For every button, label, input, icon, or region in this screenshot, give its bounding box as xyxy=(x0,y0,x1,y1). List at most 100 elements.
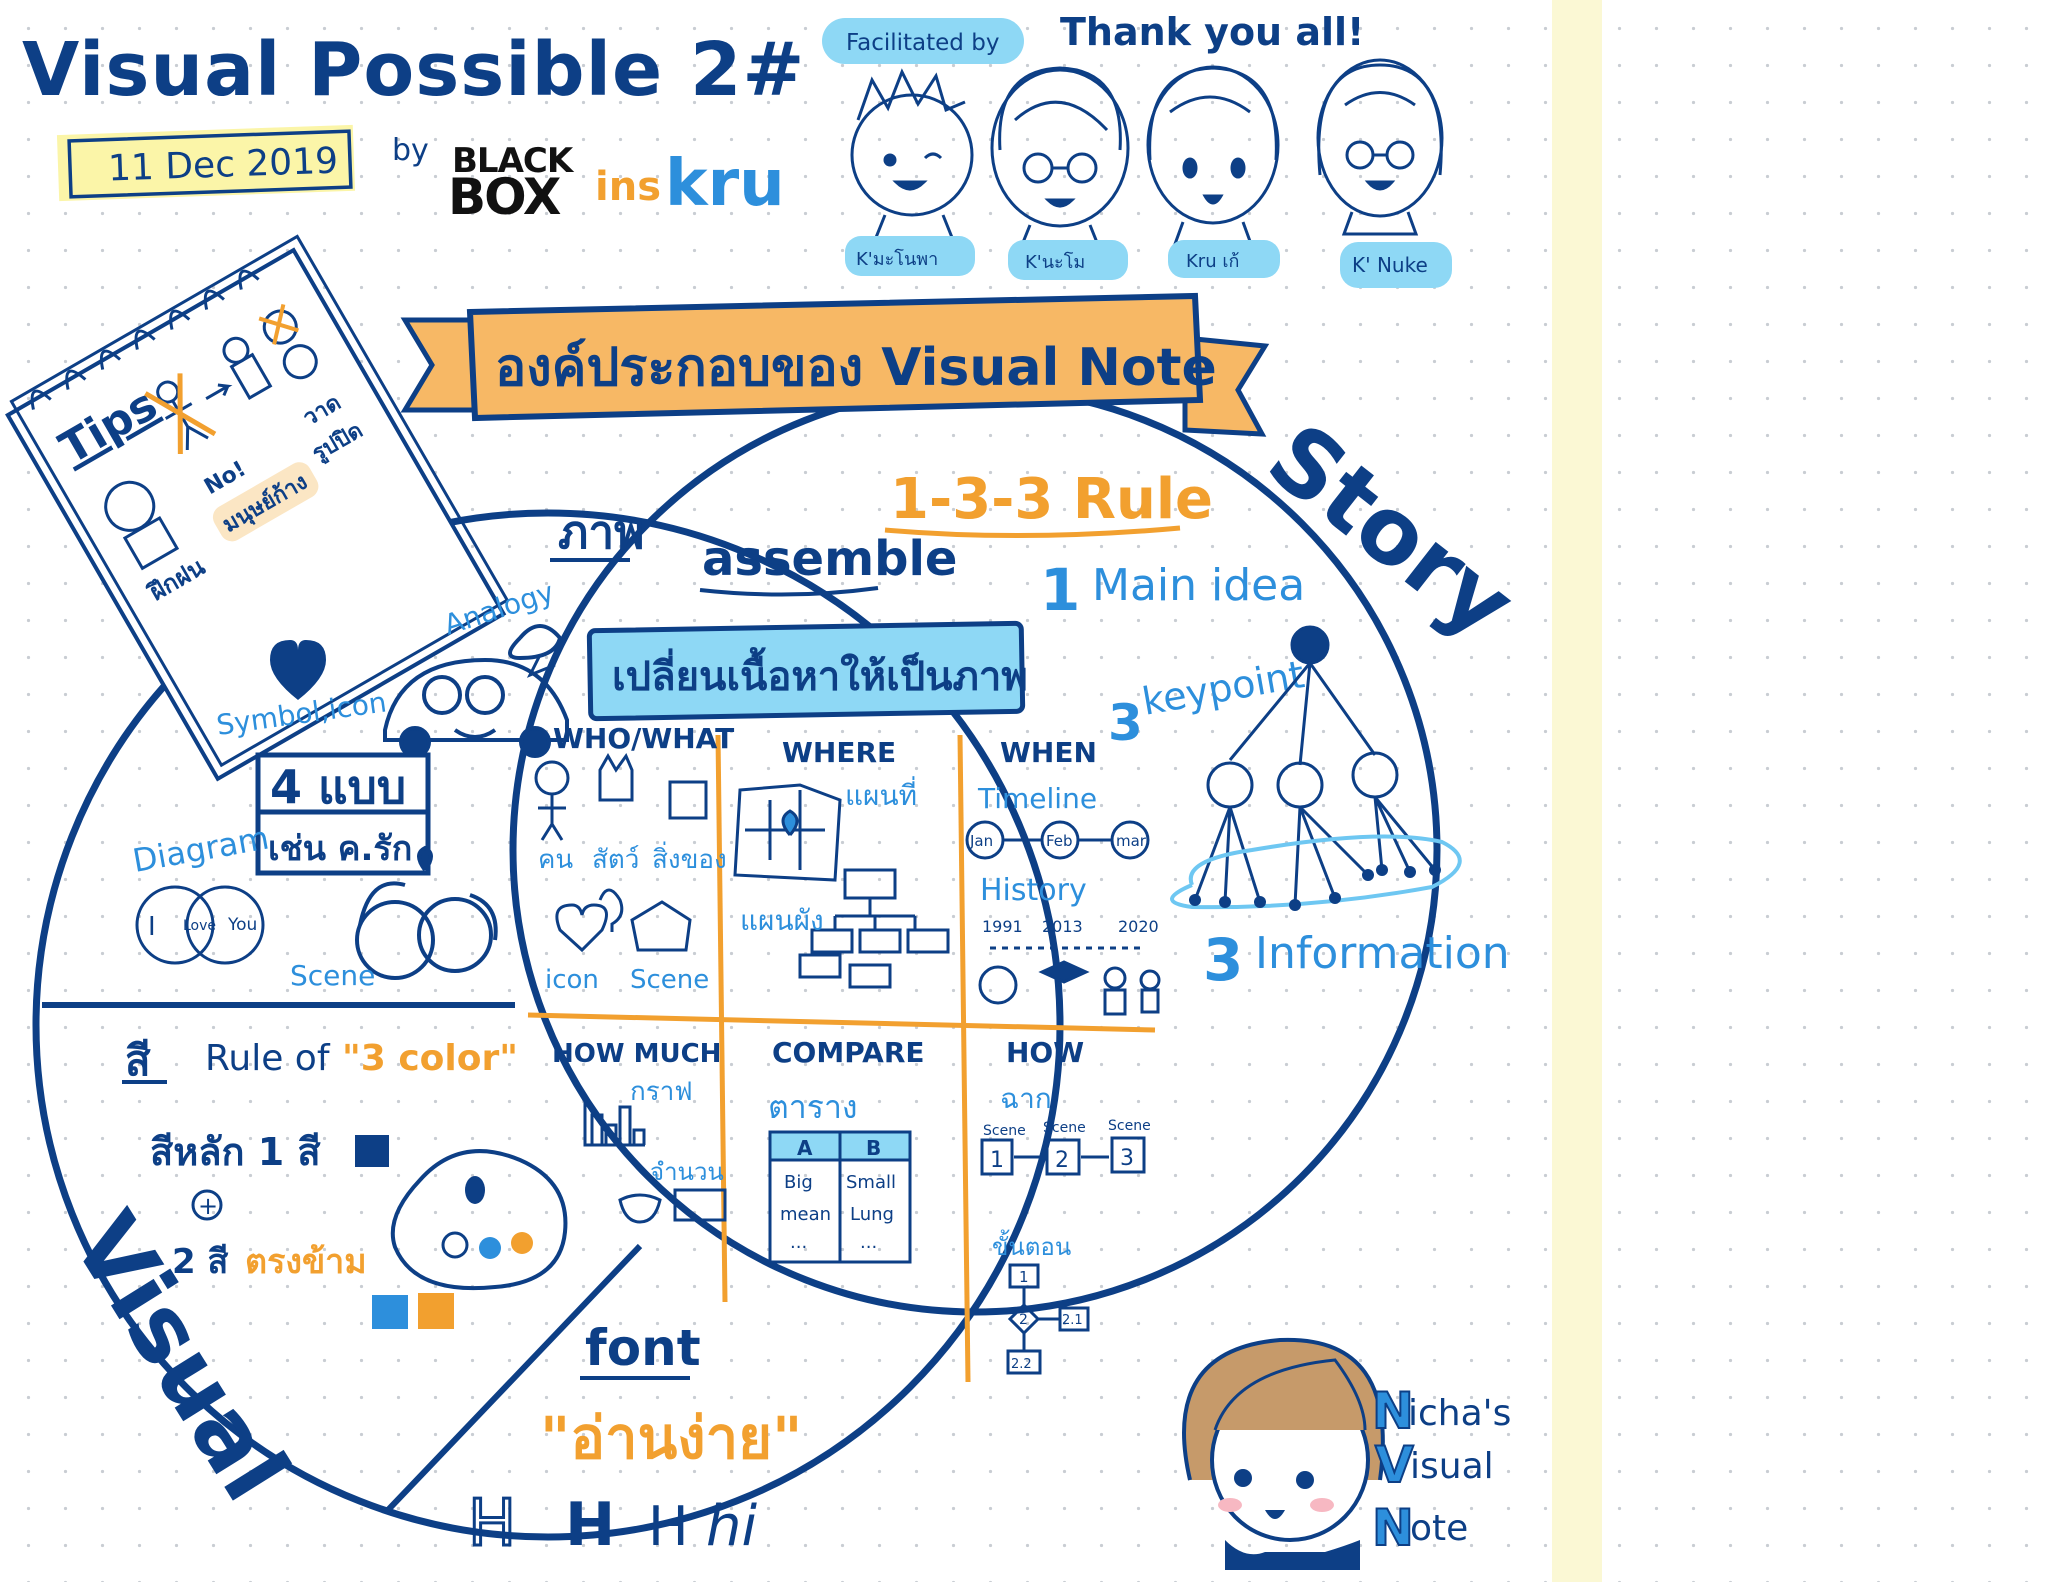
blue-swatch xyxy=(372,1295,408,1329)
information-num: 3 xyxy=(1203,926,1243,994)
svg-text:BOX: BOX xyxy=(448,168,561,226)
svg-text:1991: 1991 xyxy=(982,917,1023,936)
banner-text: องค์ประกอบของ Visual Note xyxy=(495,338,1217,398)
facilitator-avatar-4 xyxy=(1316,58,1444,236)
svg-text:kru: kru xyxy=(665,147,785,221)
love-venn-icon xyxy=(135,885,265,965)
svg-text:สีหลัก 1 สี: สีหลัก 1 สี xyxy=(150,1130,321,1174)
assemble-title: assemble xyxy=(702,531,957,587)
svg-text:ins: ins xyxy=(595,164,661,210)
svg-text:Rule of: Rule of xyxy=(205,1038,331,1079)
svg-text:A: A xyxy=(797,1136,813,1160)
svg-text:Timeline: Timeline xyxy=(977,782,1097,815)
svg-text:Love: Love xyxy=(183,918,216,934)
keypoint-num: 3 xyxy=(1108,694,1143,752)
facilitator-avatar-1 xyxy=(850,68,974,242)
where-title: WHERE xyxy=(782,736,896,769)
when-title: WHEN xyxy=(1000,736,1097,769)
svg-text:Scene: Scene xyxy=(290,959,375,992)
inskru-logo: ins kru xyxy=(595,147,785,221)
blackbox-logo: BLACK BOX xyxy=(448,141,576,226)
four-types: 4 แบบ xyxy=(270,760,406,814)
main-idea-num: 1 xyxy=(1040,556,1080,624)
readable-label: "อ่านง่าย" xyxy=(540,1404,802,1472)
svg-text:3: 3 xyxy=(1120,1146,1134,1171)
svg-text:B: B xyxy=(866,1136,881,1160)
couple-icon xyxy=(355,845,498,980)
facilitator-avatar-3 xyxy=(1146,65,1280,246)
svg-text:สิ่งของ: สิ่งของ xyxy=(652,841,727,875)
svg-text:Scene: Scene xyxy=(983,1123,1026,1139)
svg-text:2013: 2013 xyxy=(1042,917,1083,936)
keypoint: keypoint xyxy=(1139,652,1308,724)
svg-text:V: V xyxy=(1375,1436,1414,1494)
color-title: สี xyxy=(125,1036,151,1085)
svg-text:คน: คน xyxy=(538,845,573,875)
by-label: by xyxy=(392,133,429,168)
svg-text:icha's: icha's xyxy=(1408,1393,1511,1434)
svg-text:2020: 2020 xyxy=(1118,917,1159,936)
author-avatar xyxy=(1182,1337,1385,1570)
svg-text:Diagram: Diagram xyxy=(130,819,272,880)
tips-notepad: Tips ฝึกฝน No! มนุษย์ก้าง วาด รูปปิด xyxy=(5,234,510,782)
how-much-title: HOW MUCH xyxy=(552,1039,721,1069)
svg-text:mean: mean xyxy=(780,1204,831,1225)
svg-text:Lung: Lung xyxy=(850,1204,894,1225)
svg-text:N: N xyxy=(1372,1382,1414,1440)
who-what-title: WHO/WHAT xyxy=(553,722,734,755)
svg-text:You: You xyxy=(227,915,257,935)
thanks-label: Thank you all! xyxy=(1060,10,1364,54)
svg-text:1: 1 xyxy=(1019,1268,1029,1286)
how-title: HOW xyxy=(1006,1036,1084,1069)
svg-text:ฉาก: ฉาก xyxy=(1000,1082,1052,1115)
orange-swatch xyxy=(418,1293,454,1329)
svg-text:mar: mar xyxy=(1116,832,1147,850)
svg-text:ตรงข้าม: ตรงข้าม xyxy=(245,1242,367,1282)
signature: N icha's V isual N ote xyxy=(1182,1337,1511,1570)
heart-icon xyxy=(270,640,326,700)
svg-text:H: H xyxy=(648,1495,689,1558)
svg-text:...: ... xyxy=(790,1232,807,1253)
navy-swatch xyxy=(355,1135,389,1167)
visual-divider-diagonal xyxy=(385,1243,643,1513)
facilitator-name-4: K' Nuke xyxy=(1352,253,1428,277)
svg-text:สัตว์: สัตว์ xyxy=(592,845,639,875)
svg-text:Jan: Jan xyxy=(969,832,993,850)
svg-text:Scene: Scene xyxy=(1043,1120,1086,1136)
date-tag: 11 Dec 2019 xyxy=(56,124,356,202)
main-idea: Main idea xyxy=(1092,560,1305,611)
example-love: เช่น ค.รัก xyxy=(268,829,412,869)
svg-text:2: 2 xyxy=(1019,1312,1028,1328)
svg-text:Feb: Feb xyxy=(1046,832,1073,850)
visual-image-section: ภาพ Symbol,icon Analogy 4 แบบ เช่น ค.รัก… xyxy=(130,505,645,992)
svg-text:icon: icon xyxy=(545,965,599,995)
assemble-subtitle: เปลี่ยนเนื้อหาให้เป็นภาพ xyxy=(612,647,1028,700)
svg-text:ote: ote xyxy=(1410,1508,1468,1549)
svg-text:Small: Small xyxy=(846,1172,896,1193)
compare-table: A B Big Small mean Lung ... ... xyxy=(768,1130,912,1264)
banner: องค์ประกอบของ Visual Note xyxy=(400,292,1270,437)
svg-text:I: I xyxy=(148,912,156,942)
side-strip xyxy=(1552,0,1602,1582)
svg-text:กราฟ: กราฟ xyxy=(630,1077,693,1107)
compare-title: COMPARE xyxy=(772,1036,925,1069)
svg-text:...: ... xyxy=(860,1232,877,1253)
svg-text:Scene: Scene xyxy=(1108,1118,1151,1134)
svg-text:2: 2 xyxy=(1055,1148,1069,1173)
story-word: Story xyxy=(1248,403,1534,659)
information: Information xyxy=(1255,928,1510,979)
visual-font-section: font "อ่านง่าย" H H H hi xyxy=(467,1319,803,1563)
header: Visual Possible 2# 11 Dec 2019 by BLACK … xyxy=(22,27,805,226)
visual-note-canvas: Visual Possible 2# 11 Dec 2019 by BLACK … xyxy=(5,10,1534,1570)
svg-text:N: N xyxy=(1372,1499,1414,1557)
visual-circle xyxy=(32,509,1064,1541)
svg-text:BLACK: BLACK xyxy=(452,141,575,181)
page-title: Visual Possible 2# xyxy=(22,27,805,113)
svg-text:จำนวน: จำนวน xyxy=(650,1158,724,1186)
rule-title: 1-3-3 Rule xyxy=(890,467,1213,532)
svg-text:H: H xyxy=(468,1487,516,1561)
facilitator-name-1: K'มะโนพา xyxy=(856,248,938,270)
svg-text:H: H xyxy=(565,1490,615,1560)
svg-text:แผนผัง: แผนผัง xyxy=(740,904,824,937)
svg-text:hi: hi xyxy=(706,1494,757,1559)
